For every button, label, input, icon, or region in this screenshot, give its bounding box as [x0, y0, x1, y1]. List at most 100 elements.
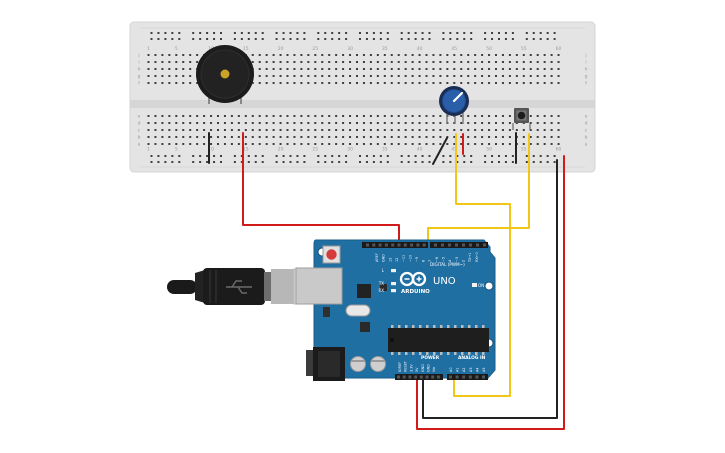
- column-number: 50: [486, 46, 492, 52]
- on-led: [472, 283, 477, 287]
- digital-pin-label: 4: [448, 260, 452, 262]
- power-pin-label: Vin: [432, 367, 436, 372]
- column-number: 30: [347, 147, 353, 153]
- column-number: 40: [417, 147, 423, 153]
- analog-pin-label: A2: [462, 368, 466, 372]
- arduino-logo-icon: [399, 271, 427, 287]
- header-holes: [366, 243, 486, 379]
- wire-yellow-pot-a0[interactable]: [453, 133, 511, 397]
- digital-header-right[interactable]: [430, 242, 488, 248]
- column-number: 25: [312, 147, 318, 153]
- arduino-model-text: UNO: [433, 276, 456, 287]
- arduino-logo-text: ARDUINO: [401, 289, 430, 295]
- analog-header[interactable]: [447, 374, 488, 380]
- column-number: 45: [451, 147, 457, 153]
- row-letter: b: [585, 135, 588, 141]
- potentiometer-knob-indicator: [452, 91, 464, 103]
- analog-pin-label: A5: [482, 368, 486, 372]
- row-letter: d: [138, 121, 141, 127]
- analog-pin-label: A0: [449, 368, 453, 372]
- potentiometer-icon[interactable]: [439, 86, 469, 124]
- digital-pin-label: 12: [395, 258, 399, 262]
- column-number: 55: [521, 147, 527, 153]
- digital-pin-label: GND: [382, 254, 386, 262]
- column-number: 10: [208, 147, 214, 153]
- wire-red-5v[interactable]: [416, 155, 565, 430]
- status-leds: L TX RX: [378, 268, 396, 293]
- column-number: 35: [382, 147, 388, 153]
- column-number: 5: [175, 46, 178, 52]
- digital-pin-label: ~6: [435, 257, 439, 262]
- column-number: 60: [556, 147, 562, 153]
- analog-pin-label: A4: [475, 368, 479, 372]
- wire-black-pot-gnd[interactable]: [432, 137, 448, 165]
- reset-button[interactable]: [322, 245, 341, 264]
- analog-pin-label: A1: [456, 368, 460, 372]
- row-letter: e: [138, 115, 141, 120]
- digital-pin-label: RX←0: [475, 252, 479, 262]
- digital-pin-label: 2: [461, 260, 465, 262]
- buzzer-icon[interactable]: [196, 45, 254, 104]
- column-number: 20: [278, 46, 284, 52]
- smd-component: [323, 307, 330, 317]
- column-number: 55: [521, 46, 527, 52]
- usb-port[interactable]: [295, 267, 343, 305]
- usb-symbol-icon: [226, 280, 252, 294]
- row-letter: c: [585, 129, 588, 134]
- wire-yellow-button-pin8[interactable]: [427, 133, 530, 247]
- row-letter: c: [138, 129, 141, 134]
- row-letter: h: [585, 67, 588, 73]
- column-number: 1: [147, 46, 150, 52]
- row-letter: g: [585, 75, 588, 80]
- digital-pin-label: 7: [428, 260, 432, 262]
- row-letter: j: [137, 53, 139, 59]
- digital-header-left[interactable]: [362, 242, 428, 248]
- row-letter: f: [585, 81, 587, 87]
- digital-pin-label: ~9: [415, 257, 419, 262]
- digital-pin-label: ~5: [442, 257, 446, 262]
- usb-chip: [357, 284, 371, 298]
- row-letter: e: [585, 115, 588, 120]
- digital-pin-label: ~10: [408, 255, 412, 262]
- power-pin-label: GND: [427, 364, 431, 372]
- power-pin-label: 5V: [415, 367, 419, 372]
- capacitors: [350, 356, 386, 372]
- column-number: 30: [347, 46, 353, 52]
- row-letter: i: [585, 60, 586, 66]
- row-letter: a: [138, 143, 141, 148]
- dc-power-jack[interactable]: [306, 347, 345, 381]
- row-letter: d: [585, 121, 588, 127]
- arduino-uno-board[interactable]: L TX RX ARDUINO UNO ON: [295, 239, 496, 381]
- analog-in-label: ANALOG IN: [458, 355, 486, 361]
- pushbutton-icon[interactable]: [512, 108, 531, 130]
- digital-pin-label: ~11: [402, 255, 406, 262]
- row-letter: f: [138, 81, 140, 87]
- row-letter: i: [138, 60, 139, 66]
- column-number: 45: [451, 46, 457, 52]
- led-label-rx: RX: [378, 288, 384, 293]
- row-letter: h: [138, 67, 141, 73]
- column-number: 35: [382, 46, 388, 52]
- column-number: 15: [243, 147, 249, 153]
- atmega-chip: [388, 325, 489, 355]
- column-number: 20: [278, 147, 284, 153]
- wire-black-gnd[interactable]: [422, 159, 558, 419]
- wire-red-buzzer-pin12[interactable]: [242, 132, 400, 247]
- wires: [208, 132, 565, 430]
- buzzer-center: [220, 69, 230, 79]
- power-pin-label: 3.3V: [409, 364, 413, 372]
- row-letter: a: [585, 143, 588, 148]
- power-header[interactable]: [395, 374, 443, 380]
- column-number: 15: [243, 46, 249, 52]
- power-pin-label: RESET: [404, 360, 408, 372]
- digital-pwm-label: DIGITAL (PWM~): [430, 262, 465, 267]
- digital-pin-label: 8: [422, 260, 426, 262]
- mounting-hole: [484, 281, 494, 291]
